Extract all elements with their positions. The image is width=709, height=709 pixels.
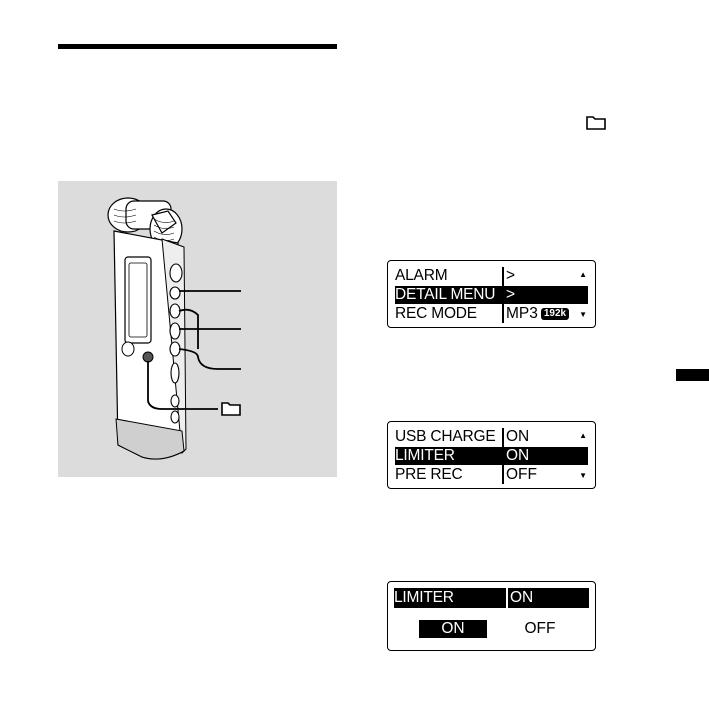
folder-icon [586, 116, 606, 130]
column-divider [502, 428, 504, 484]
menu-row-pre-rec[interactable]: PRE REC OFF [395, 466, 537, 483]
menu-row-detail-menu[interactable]: DETAIL MENU > [395, 286, 588, 304]
recorder-body [113, 230, 187, 460]
menu-row-alarm[interactable]: ALARM > [395, 267, 516, 284]
section-title-rule [58, 44, 337, 49]
scroll-up-icon: ▲ [579, 431, 587, 440]
menu-row-usb-charge[interactable]: USB CHARGE ON [395, 428, 530, 445]
setting-header: LIMITER ON [394, 588, 589, 608]
device-illustration [58, 181, 337, 477]
scroll-up-icon: ▲ [579, 270, 587, 279]
column-divider [502, 267, 504, 323]
callout-lines [147, 290, 241, 410]
section-side-tab [676, 369, 709, 381]
scroll-down-icon: ▼ [579, 310, 587, 319]
lcd-screen-limiter-setting: LIMITER ON ON OFF [387, 581, 596, 651]
option-on[interactable]: ON [419, 620, 487, 638]
microphone-heads [107, 197, 183, 250]
menu-row-limiter[interactable]: LIMITER ON [395, 447, 588, 465]
folder-icon [221, 402, 241, 416]
voice-recorder-drawing [107, 197, 241, 460]
option-off[interactable]: OFF [524, 620, 556, 637]
scroll-down-icon: ▼ [579, 471, 587, 480]
bitrate-badge: 192k [540, 308, 570, 320]
lcd-screen-detail-menu: USB CHARGE ON LIMITER ON PRE REC OFF ▲ ▼ [387, 421, 596, 489]
